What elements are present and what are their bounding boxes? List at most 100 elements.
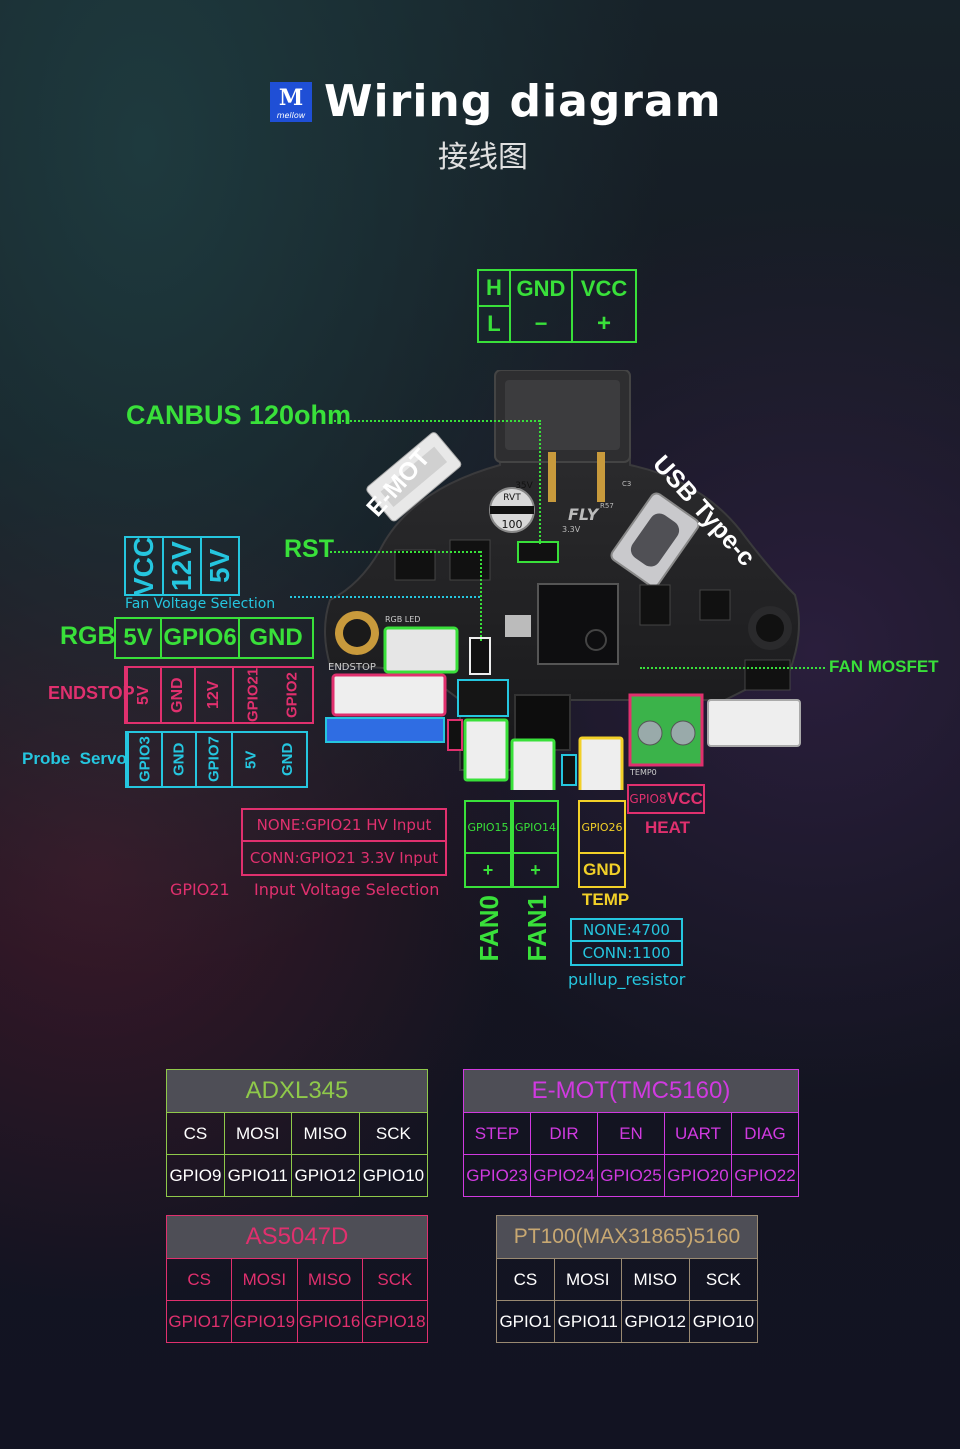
fan-voltage-box: VCC 12V 5V bbox=[124, 536, 240, 596]
temp-box: GPIO26 GND bbox=[578, 800, 626, 888]
v33-silk: 3.3V bbox=[562, 525, 581, 534]
can-vcc: VCC bbox=[580, 276, 628, 301]
adxl-pin-sck: GPIO10 bbox=[358, 1154, 429, 1197]
temp-label: TEMP bbox=[582, 890, 630, 909]
endstop-label: ENDSTOP bbox=[48, 683, 135, 703]
as5047d-title: AS5047D bbox=[166, 1215, 428, 1259]
input-voltage-label: Input Voltage Selection bbox=[254, 880, 440, 899]
cap-line3: RVT bbox=[503, 493, 521, 503]
adxl-pin-miso: GPIO12 bbox=[290, 1154, 360, 1197]
endstop-5v: 5V bbox=[126, 668, 160, 722]
as-pin-cs: GPIO17 bbox=[165, 1300, 233, 1343]
adxl-head-sck: SCK bbox=[358, 1112, 429, 1155]
pullup-label: pullup_resistor bbox=[568, 970, 686, 989]
as-head-mosi: MOSI bbox=[231, 1258, 298, 1301]
page-title: Wiring diagram bbox=[324, 76, 722, 127]
emot-pin-diag: GPIO22 bbox=[731, 1154, 799, 1197]
cap-text2: 35V bbox=[515, 481, 533, 491]
rgb-box: 5V GPIO6 GND bbox=[114, 617, 314, 659]
cap-text: 100 bbox=[502, 518, 523, 531]
rgb-led-text: RGB LED bbox=[385, 615, 420, 624]
fan-voltage-vcc: VCC bbox=[126, 536, 164, 596]
heat-label: HEAT bbox=[645, 818, 691, 837]
r57-silk: R57 bbox=[600, 502, 614, 510]
fan-voltage-label: Fan Voltage Selection bbox=[125, 596, 276, 612]
board-illustration: 100 35V RVT FLY 3.3V R57 C3 RGB LED ENDS… bbox=[324, 370, 801, 790]
pullup-none: NONE:4700 bbox=[572, 920, 681, 942]
logo-sub: mellow bbox=[276, 110, 306, 120]
temp-pin: GPIO26 bbox=[580, 802, 624, 854]
pullup-conn: CONN:1100 bbox=[582, 944, 671, 962]
fan-mosfet-leader bbox=[640, 667, 825, 669]
rst-leader bbox=[330, 551, 480, 553]
title-group: M mellow Wiring diagram bbox=[270, 76, 722, 127]
probe-box: GPIO3 GND GPIO7 5V GND bbox=[125, 731, 308, 788]
endstop-12v: 12V bbox=[194, 668, 232, 722]
as5047d-table: AS5047D CS MOSI MISO SCK GPIO17 GPIO19 G… bbox=[165, 1215, 429, 1343]
emot-pin-uart: GPIO20 bbox=[664, 1154, 732, 1197]
hv-input-box: NONE:GPIO21 HV Input CONN:GPIO21 3.3V In… bbox=[241, 808, 447, 876]
probe-gpio3: GPIO3 bbox=[127, 733, 161, 786]
adxl-pin-mosi: GPIO11 bbox=[223, 1154, 292, 1197]
can-power-block: H L GND − VCC + bbox=[477, 269, 637, 343]
rst-label: RST bbox=[284, 535, 334, 563]
fan1-pin: GPIO14 bbox=[514, 802, 557, 854]
v33-text: 3.3V bbox=[562, 525, 581, 534]
rgb-gnd: GND bbox=[249, 624, 303, 651]
can-h: H bbox=[479, 271, 511, 307]
fan-voltage-leader bbox=[290, 596, 480, 598]
pt-pin-sck: GPIO10 bbox=[688, 1300, 759, 1343]
endstop-gpio21: GPIO21 bbox=[232, 668, 272, 722]
pt100-title: PT100(MAX31865)5160 bbox=[496, 1215, 758, 1259]
emot-head-step: STEP bbox=[463, 1112, 531, 1155]
pt-pin-mosi: GPIO11 bbox=[553, 1300, 622, 1343]
cap-line1: 100 bbox=[502, 518, 523, 531]
adxl-pin-cs: GPIO9 bbox=[166, 1154, 225, 1197]
can-minus: − bbox=[511, 307, 573, 341]
emot-head-en: EN bbox=[597, 1112, 665, 1155]
canbus-leader-v bbox=[539, 420, 541, 544]
endstop-silk-text: ENDSTOP bbox=[328, 662, 376, 673]
endstop-box: 5V GND 12V GPIO21 GPIO2 bbox=[124, 666, 314, 724]
hv-conn: CONN:GPIO21 3.3V Input bbox=[249, 849, 439, 867]
pullup-box: NONE:4700 CONN:1100 bbox=[570, 918, 683, 966]
emot-head-uart: UART bbox=[664, 1112, 732, 1155]
fan1-box: GPIO14 + bbox=[512, 800, 559, 888]
rgb-label: RGB bbox=[60, 622, 116, 650]
endstop-silk: ENDSTOP bbox=[328, 662, 376, 673]
fan0-plus: + bbox=[482, 859, 494, 880]
page-subtitle: 接线图 bbox=[438, 140, 528, 175]
can-l: L bbox=[479, 307, 511, 341]
as-pin-mosi: GPIO19 bbox=[231, 1300, 298, 1343]
as-head-cs: CS bbox=[165, 1258, 233, 1301]
temp0-silk: TEMP0 bbox=[629, 768, 657, 777]
gpio21-label: GPIO21 bbox=[170, 880, 230, 899]
heat-pin: GPIO8 bbox=[629, 792, 667, 806]
as-head-miso: MISO bbox=[296, 1258, 363, 1301]
rgb-5v: 5V bbox=[116, 619, 162, 657]
mellow-logo: M mellow bbox=[270, 81, 312, 122]
c3-text: C3 bbox=[622, 480, 631, 488]
fan0-label: FAN0 bbox=[474, 895, 504, 962]
heat-box: GPIO8 VCC bbox=[627, 784, 705, 814]
temp0-text: TEMP0 bbox=[629, 768, 657, 777]
fly-silk: FLY bbox=[568, 505, 600, 524]
probe-gnd1: GND bbox=[161, 733, 195, 786]
emot-head-dir: DIR bbox=[530, 1112, 598, 1155]
logo-letter: M bbox=[278, 84, 304, 111]
adxl345-title: ADXL345 bbox=[166, 1069, 428, 1113]
pt-pin-cs: GPIO1 bbox=[496, 1300, 555, 1343]
r57-text: R57 bbox=[600, 502, 614, 510]
pt-head-sck: SCK bbox=[688, 1258, 759, 1301]
adxl345-table: ADXL345 CS MOSI MISO SCK GPIO9 GPIO11 GP… bbox=[166, 1069, 429, 1197]
emot-pin-step: GPIO23 bbox=[463, 1154, 531, 1197]
rst-leader-v bbox=[480, 551, 482, 641]
adxl-head-cs: CS bbox=[166, 1112, 225, 1155]
heat-vcc: VCC bbox=[667, 789, 703, 808]
fly-silk-text: FLY bbox=[568, 505, 600, 524]
cap-line2: 35V bbox=[515, 481, 533, 491]
adxl-head-mosi: MOSI bbox=[223, 1112, 292, 1155]
endstop-gnd: GND bbox=[160, 668, 194, 722]
as-pin-miso: GPIO16 bbox=[296, 1300, 363, 1343]
pt-head-cs: CS bbox=[496, 1258, 555, 1301]
